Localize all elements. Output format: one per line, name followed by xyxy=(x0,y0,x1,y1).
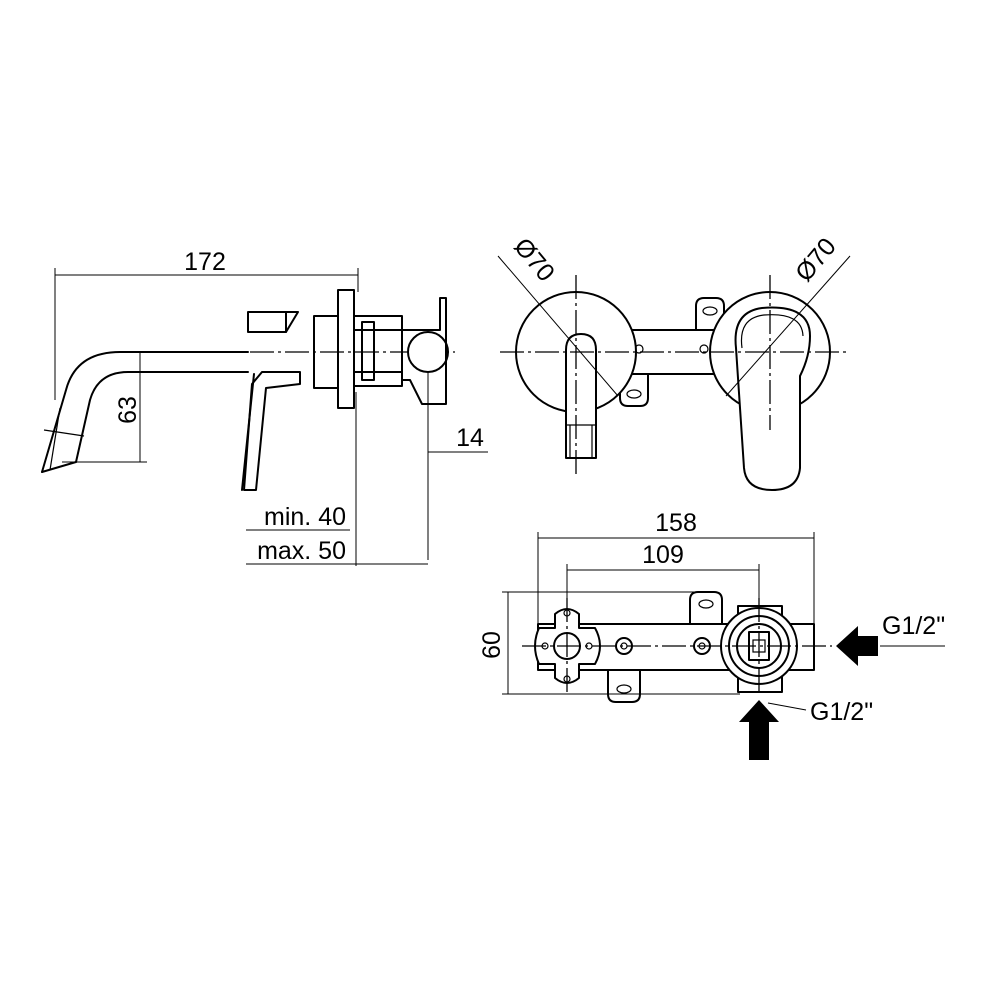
bracket-tab-bottom xyxy=(619,373,649,407)
lever-handle-front xyxy=(734,306,811,491)
inlet-arrow-side: G1/2" xyxy=(836,612,945,666)
dimension-158: 158 xyxy=(537,509,815,648)
inlet-side-label: G1/2" xyxy=(882,612,945,640)
bracket-tab-top xyxy=(695,297,725,331)
body-tab-top xyxy=(689,591,723,625)
side-view: 172 63 xyxy=(41,248,488,566)
dimension-min-label: min. 40 xyxy=(264,503,346,531)
body-tab-bottom xyxy=(607,669,641,703)
dimension-14: 14 xyxy=(427,372,488,560)
valve-body-side xyxy=(313,289,449,409)
dimension-wall-depth: min. 40 max. 50 xyxy=(246,392,428,566)
dimension-172-label: 172 xyxy=(184,248,226,276)
dimension-max-label: max. 50 xyxy=(257,537,346,565)
dimension-172: 172 xyxy=(54,248,359,400)
dimension-158-label: 158 xyxy=(655,509,697,537)
diameter-spout-label: Ø70 xyxy=(508,233,560,287)
body-view: 158 109 60 xyxy=(478,509,945,760)
dimension-60-label: 60 xyxy=(478,631,506,659)
spout-front xyxy=(565,333,597,459)
dimension-14-label: 14 xyxy=(456,424,484,452)
spout xyxy=(41,351,249,473)
dimension-63: 63 xyxy=(62,352,147,463)
dimension-60: 60 xyxy=(478,591,740,695)
inlet-bottom-label: G1/2" xyxy=(810,698,873,726)
dimension-109: 109 xyxy=(566,541,760,610)
diameter-lever-label: Ø70 xyxy=(790,233,842,287)
lever-handle-side xyxy=(241,311,301,491)
dimension-109-label: 109 xyxy=(642,541,684,569)
dimension-63-label: 63 xyxy=(114,396,142,424)
inlet-arrow-bottom: G1/2" xyxy=(739,698,873,760)
front-view: Ø70 Ø70 xyxy=(497,233,851,491)
